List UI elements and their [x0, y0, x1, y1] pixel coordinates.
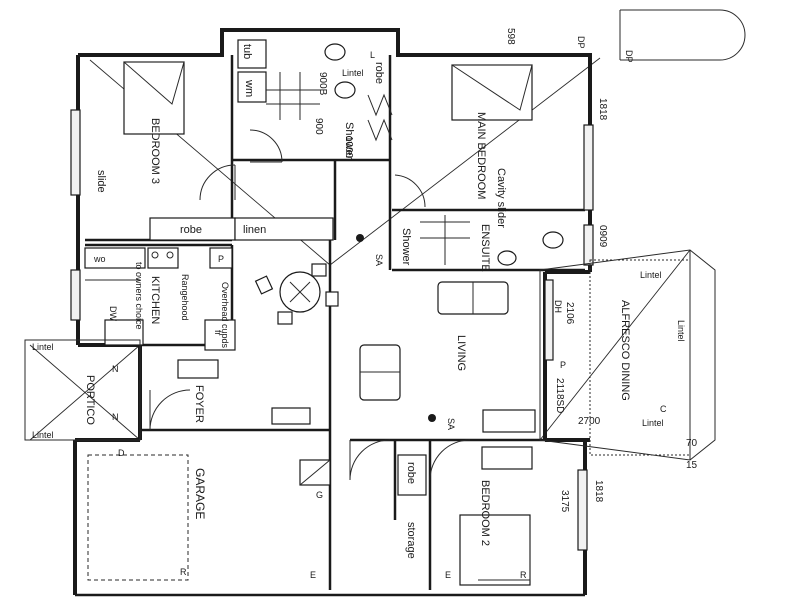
marker-e-garage: E — [310, 570, 316, 580]
dim-2106: 2106 — [564, 302, 575, 325]
room-alfresco: ALFRESCO DINING — [619, 300, 631, 401]
lintel-labels: Lintel Lintel Lintel Lintel Lintel Linte… — [32, 68, 686, 440]
label-robe-bedroom3: robe — [180, 224, 202, 236]
label-shower-ensuite: Shower — [400, 228, 412, 266]
marker-r-bedroom2: R — [520, 570, 527, 580]
dimension-labels: 598 900B 900 1000 1818 0909 2106 2118SD … — [313, 28, 698, 513]
dim-1000: 1000 — [343, 136, 354, 159]
marker-l: L — [370, 50, 375, 60]
marker-n-2: N — [112, 412, 119, 422]
room-foyer: FOYER — [193, 385, 205, 423]
dim-2700: 2700 — [578, 416, 601, 427]
label-robe-top: robe — [373, 62, 385, 84]
label-linen: linen — [243, 224, 266, 236]
markers: DP DP DH P N N C G R E E R D L — [112, 36, 667, 580]
label-sa-2: SA — [446, 418, 456, 430]
label-rangehood: Rangehood — [180, 274, 190, 321]
marker-n-1: N — [112, 364, 119, 374]
marker-dh: DH — [553, 300, 563, 313]
room-ensuite: ENSUITE — [479, 224, 491, 272]
room-labels: BEDROOM 3 MAIN BEDROOM ENSUITE KITCHEN L… — [84, 112, 631, 546]
room-bedroom3: BEDROOM 3 — [149, 118, 161, 184]
marker-dp-2: DP — [624, 50, 634, 63]
dim-3175: 3175 — [559, 490, 570, 513]
label-sa-1: SA — [374, 254, 384, 266]
marker-e-bedroom2: E — [445, 570, 451, 580]
dim-900b: 900B — [317, 72, 328, 96]
lintel-portico-top: Lintel — [32, 342, 54, 352]
label-wo: wo — [93, 254, 106, 264]
marker-g: G — [316, 490, 323, 500]
label-wm: wm — [243, 79, 255, 97]
label-overhead-cupds: Overhead cupds — [220, 282, 230, 349]
dim-70: 70 — [686, 438, 698, 449]
dim-598: 598 — [505, 28, 516, 45]
room-portico: PORTICO — [84, 375, 96, 425]
label-tub: tub — [241, 44, 253, 59]
room-living: LIVING — [455, 335, 467, 371]
lintel-alfresco-top: Lintel — [640, 270, 662, 280]
label-slide: slide — [95, 170, 107, 193]
door-swings — [149, 129, 471, 481]
lintel-alfresco-bottom: Lintel — [642, 418, 664, 428]
marker-d: D — [118, 448, 125, 458]
marker-r-garage: R — [180, 567, 187, 577]
label-p-kitchen: P — [218, 254, 224, 264]
room-bedroom2: BEDROOM 2 — [479, 480, 491, 546]
fixtures — [24, 9, 746, 586]
marker-dp-1: DP — [576, 36, 586, 49]
label-robe-bedroom2: robe — [405, 462, 417, 484]
lintel-alfresco-right: Lintel — [676, 320, 686, 342]
dim-1818-bottom: 1818 — [593, 480, 604, 503]
label-fr: fr — [213, 330, 223, 336]
dim-1818-top: 1818 — [597, 98, 608, 121]
room-garage: GARAGE — [193, 468, 207, 519]
lintel-top: Lintel — [342, 68, 364, 78]
label-dw: DW — [108, 306, 118, 321]
fixture-labels: tub wm robe Shower robe linen Cavity sli… — [93, 44, 507, 559]
lintel-portico-bottom: Lintel — [32, 430, 54, 440]
label-storage: storage — [405, 522, 417, 559]
label-to-owners-choice: to owners choice — [134, 262, 144, 330]
room-main-bedroom: MAIN BEDROOM — [475, 112, 487, 199]
room-kitchen: KITCHEN — [149, 276, 161, 324]
dim-15: 15 — [686, 460, 698, 471]
label-shower-top: Shower — [343, 122, 355, 160]
dim-900: 900 — [313, 118, 324, 135]
label-cavity-slider: Cavity slider — [495, 168, 507, 228]
dim-2118sd: 2118SD — [554, 378, 565, 413]
marker-p-alfresco: P — [560, 360, 566, 370]
windows — [70, 109, 594, 551]
dim-0909: 0909 — [597, 225, 608, 248]
marker-c: C — [660, 404, 667, 414]
